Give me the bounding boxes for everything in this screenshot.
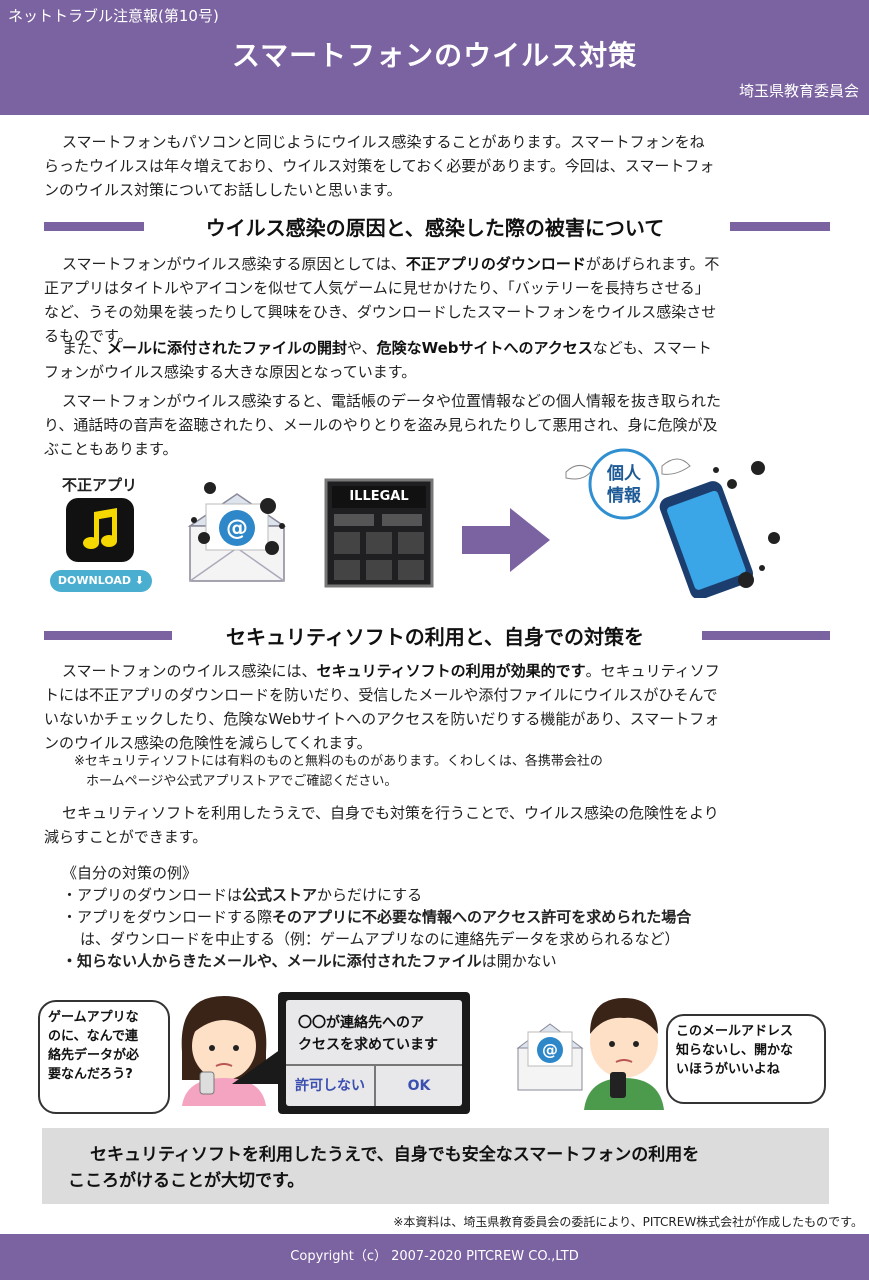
text-span: があげられます。不 xyxy=(585,255,720,273)
emphasis-security-software: セキュリティソフトの利用が効果的です xyxy=(316,662,586,680)
damage-line-2: り、通話時の音声を盗聴されたり、メールのやりとりを盗み見られたりして悪用され、身… xyxy=(44,416,718,434)
damage-line-3: ぶこともあります。 xyxy=(44,440,178,458)
text-span: は開かない xyxy=(481,952,557,970)
personal-info-label: 個人 情報 xyxy=(594,463,654,507)
bubble-line: 知らないし、開かな xyxy=(676,1043,794,1058)
malicious-app-label: 不正アプリ xyxy=(62,476,138,494)
note-line-1: ※セキュリティソフトには有料のものと無料のものがあります。くわしくは、各携帯会社… xyxy=(74,754,603,769)
tip-1: ・アプリのダウンロードは公式ストアからだけにする xyxy=(62,884,422,906)
bullet: ・ xyxy=(62,952,78,970)
illegal-label: ILLEGAL xyxy=(349,489,409,504)
text-span: からだけにする xyxy=(317,886,423,904)
unknown-mail-icon: @ xyxy=(516,1023,584,1091)
causes-p1-line-4: るものです。 xyxy=(44,327,133,345)
arrow-right-icon xyxy=(462,508,550,572)
tips-heading: 《自分の対策の例》 xyxy=(62,864,198,882)
security-p1-line-4: ンのウイルス感染の危険性を減らしてくれます。 xyxy=(44,734,372,752)
tip-2: ・アプリをダウンロードする際そのアプリに不必要な情報へのアクセス許可を求められた… xyxy=(62,906,691,928)
causes-p1-line-3: など、うその効果を装ったりして興味をひき、ダウンロードしたスマートフォンをウイル… xyxy=(44,303,717,321)
causes-p2-line-1: また、メールに添付されたファイルの開封や、危険なWebサイトへのアクセスなども、… xyxy=(62,336,712,360)
text-span: 。セキュリティソフ xyxy=(585,662,720,680)
dialog-button-row: 許可しない OK xyxy=(286,1064,462,1106)
security-p2-line-2: 減らすことができます。 xyxy=(44,828,208,846)
illegal-site-icon xyxy=(324,478,434,588)
speech-pointer-icon xyxy=(232,1044,288,1084)
summary-line-1: セキュリティソフトを利用したうえで、自身でも安全なスマートフォンの利用を xyxy=(90,1145,700,1165)
ok-button[interactable]: OK xyxy=(407,1078,431,1094)
causes-p2-line-2: フォンがウイルス感染する大きな原因となっています。 xyxy=(44,363,417,381)
security-p2-line-1: セキュリティソフトを利用したうえで、自身でも対策を行うことで、ウイルス感染の危険… xyxy=(62,804,719,822)
dialog-body: 〇〇が連絡先へのア クセスを求めています 許可しない OK xyxy=(286,1000,462,1106)
section-heading-text: ウイルス感染の原因と、感染した際の被害について xyxy=(205,216,665,240)
text-span: ・アプリのダウンロードは xyxy=(62,886,243,904)
personal-info-line-1: 個人 xyxy=(607,464,641,484)
tip-3: ・知らない人からきたメールや、メールに添付されたファイルは開かない xyxy=(62,950,557,972)
bubble-line: このメールアドレス xyxy=(676,1024,794,1039)
security-p1-line-2: トには不正アプリのダウンロードを防いだり、受信したメールや添付ファイルにウイルス… xyxy=(44,686,718,704)
deny-button[interactable]: 許可しない xyxy=(286,1066,376,1106)
heading-bar-left xyxy=(44,222,144,231)
dialog-message-line: 〇〇が連絡先へのア xyxy=(298,1015,424,1031)
infected-phone-icon xyxy=(565,448,780,598)
page-title: スマートフォンのウイルス対策 xyxy=(231,39,638,72)
emphasis-dangerous-site: 危険なWebサイトへのアクセス xyxy=(376,339,593,357)
infected-mail-icon: @ xyxy=(187,482,287,582)
dialog-message: 〇〇が連絡先へのア クセスを求めています xyxy=(298,1012,438,1056)
cautious-boy-illustration xyxy=(584,998,664,1110)
music-app-icon xyxy=(66,498,134,562)
heading-bar-right xyxy=(730,222,830,231)
header-banner: ネットトラブル注意報(第10号) スマートフォンのウイルス対策 埼玉県教育委員会 xyxy=(0,0,869,115)
text-span: スマートフォンがウイルス感染する原因としては、 xyxy=(62,255,406,273)
section-heading-causes: ウイルス感染の原因と、感染した際の被害について xyxy=(40,212,830,242)
bubble-line: 要なんだろう? xyxy=(48,1067,133,1082)
emphasis-permission-request: そのアプリに不必要な情報へのアクセス許可を求められた場合 xyxy=(272,908,692,926)
summary-line-2: こころがけることが大切です。 xyxy=(68,1171,305,1191)
footer-copyright: Copyright（c） 2007-2020 PITCREW CO.,LTD xyxy=(0,1234,869,1280)
bubble-line: 絡先データが必 xyxy=(48,1048,140,1063)
section-heading-text: セキュリティソフトの利用と、自身での対策を xyxy=(226,625,644,649)
text-span: また、 xyxy=(62,339,108,357)
security-p1-line-3: いないかチェックしたり、危険なWebサイトへのアクセスを防いだりする機能があり、… xyxy=(44,710,720,728)
damage-line-1: スマートフォンがウイルス感染すると、電話帳のデータや位置情報などの個人情報を抜き… xyxy=(62,392,721,410)
heading-bar-left xyxy=(44,631,172,640)
intro-line-2: らったウイルスは年々増えており、ウイルス対策をしておく必要があります。今回は、ス… xyxy=(44,157,715,175)
credit-note: ※本資料は、埼玉県教育委員会の委託により、PITCREW株式会社が作成したもので… xyxy=(393,1215,863,1229)
bubble-line: のに、なんで連 xyxy=(48,1029,138,1044)
intro-line-1: スマートフォンもパソコンと同じようにウイルス感染することがあります。スマートフォ… xyxy=(62,133,705,151)
newsletter-series: ネットトラブル注意報(第10号) xyxy=(8,7,219,25)
text-span: スマートフォンのウイルス感染には、 xyxy=(62,662,317,680)
girl-speech-bubble: ゲームアプリな のに、なんで連 絡先データが必 要なんだろう? xyxy=(38,1000,170,1114)
permission-dialog: 〇〇が連絡先へのア クセスを求めています 許可しない OK xyxy=(278,992,470,1114)
intro-line-3: ンのウイルス対策についてお話ししたいと思います。 xyxy=(44,181,402,199)
personal-info-line-2: 情報 xyxy=(607,486,641,506)
text-span: や、 xyxy=(347,339,377,357)
download-label: DOWNLOAD xyxy=(57,574,132,587)
summary-text: セキュリティソフトを利用したうえで、自身でも安全なスマートフォンの利用を こころ… xyxy=(68,1142,808,1194)
svg-text:@: @ xyxy=(226,516,248,541)
bubble-line: いほうがいいよね xyxy=(676,1062,780,1077)
section-heading-countermeasures: セキュリティソフトの利用と、自身での対策を xyxy=(40,621,830,651)
emphasis-official-store: 公式ストア xyxy=(242,886,318,904)
text-span: ・アプリをダウンロードする際 xyxy=(62,908,273,926)
note-line-2: ホームページや公式アプリストアでご確認ください。 xyxy=(86,774,398,789)
summary-box: セキュリティソフトを利用したうえで、自身でも安全なスマートフォンの利用を こころ… xyxy=(42,1128,829,1204)
tip-2-continued: は、ダウンロードを中止する（例：ゲームアプリなのに連絡先データを求められるなど） xyxy=(80,930,680,948)
emphasis-malicious-app: 不正アプリのダウンロード xyxy=(405,255,586,273)
emphasis-unknown-mail: 知らない人からきたメールや、メールに添付されたファイル xyxy=(77,952,482,970)
emphasis-mail-attachment: メールに添付されたファイルの開封 xyxy=(107,339,348,357)
causes-p1-line-2: 正アプリはタイトルやアイコンを似せて人気ゲームに見せかけたり、「バッテリーを長持… xyxy=(44,279,710,297)
download-badge: DOWNLOAD ⬇ xyxy=(50,570,152,592)
bubble-line: ゲームアプリな xyxy=(48,1010,139,1025)
security-p1-line-1: スマートフォンのウイルス感染には、セキュリティソフトの利用が効果的です。セキュリ… xyxy=(62,659,720,683)
causes-p1-line-1: スマートフォンがウイルス感染する原因としては、不正アプリのダウンロードがあげられ… xyxy=(62,252,719,276)
text-span: なども、スマート xyxy=(592,339,712,357)
publisher-name: 埼玉県教育委員会 xyxy=(738,82,859,100)
confused-girl-illustration xyxy=(181,996,267,1106)
boy-speech-bubble: このメールアドレス 知らないし、開かな いほうがいいよね xyxy=(666,1014,826,1104)
arrow-down-icon: ⬇ xyxy=(134,574,145,587)
svg-text:@: @ xyxy=(542,1040,558,1059)
dialog-message-line: クセスを求めています xyxy=(298,1037,438,1053)
heading-bar-right xyxy=(702,631,830,640)
